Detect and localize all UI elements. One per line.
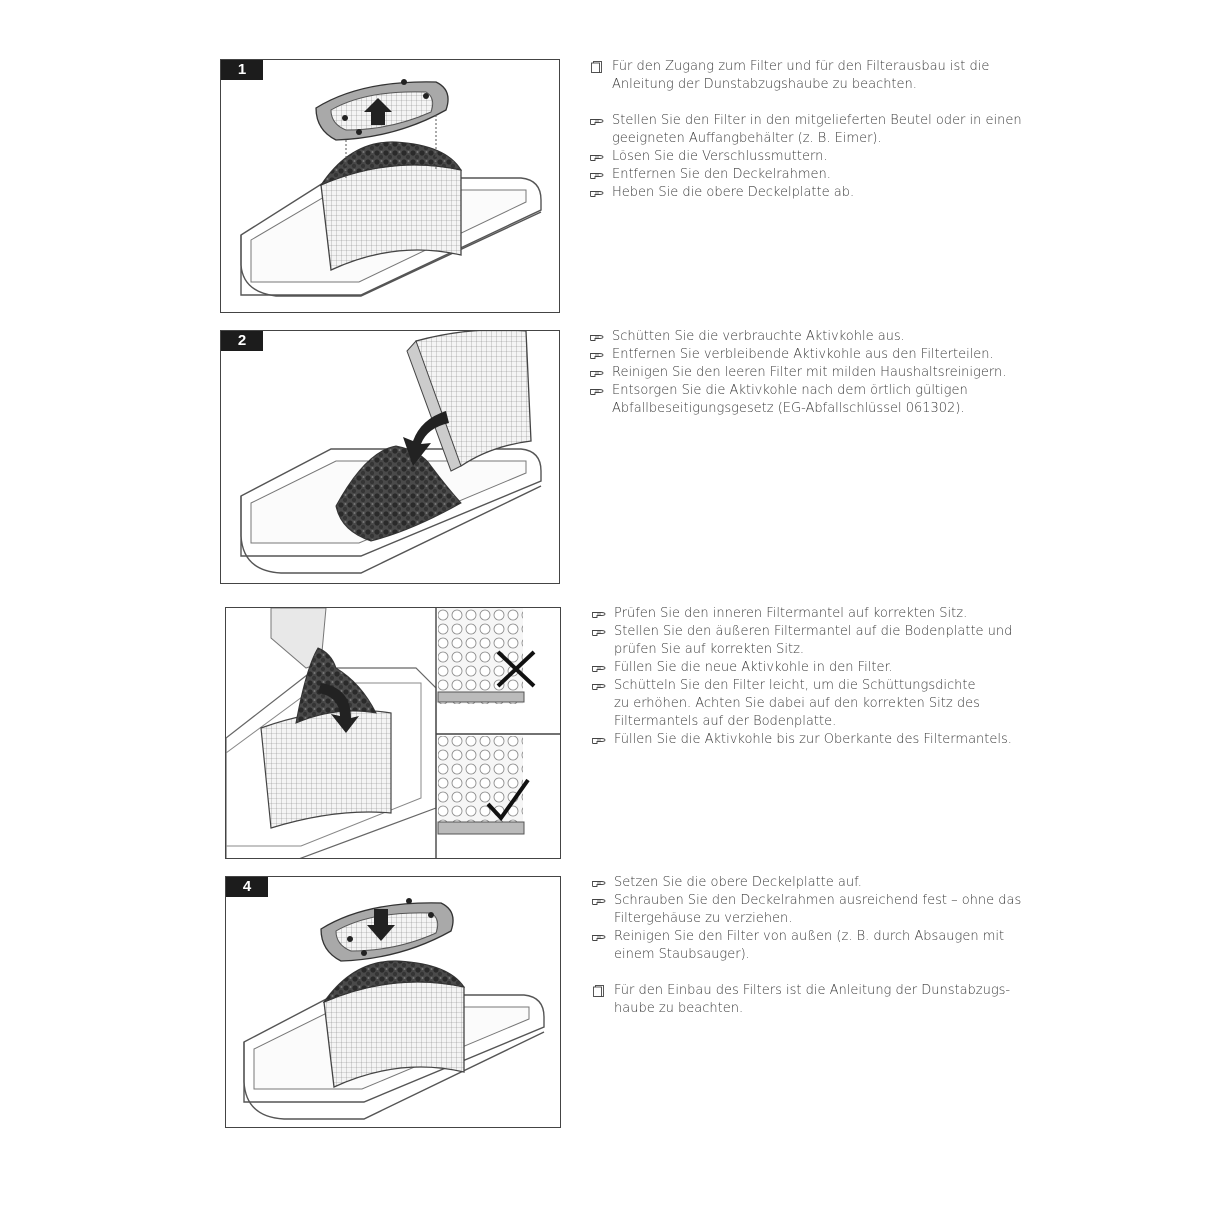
- instruction-text: Abfallbeseitigungsgesetz (EG-Abfallschlü…: [612, 401, 965, 416]
- pointing-hand-icon: [592, 881, 606, 887]
- note-book-icon: [593, 985, 604, 997]
- step-number-badge: 1: [221, 60, 263, 80]
- pointing-hand-icon: [592, 738, 606, 744]
- instruction-text-line: Reinigen Sie den Filter von außen (z. B.…: [592, 928, 1021, 946]
- instruction-text-line: geeigneten Auffangbehälter (z. B. Eimer)…: [590, 130, 1022, 148]
- instruction-text-line: Stellen Sie den Filter in den mitgeliefe…: [590, 112, 1022, 130]
- pointing-hand-icon: [590, 191, 604, 197]
- instruction-text-line: Füllen Sie die neue Aktivkohle in den Fi…: [592, 659, 1012, 677]
- step-3-illustration: 3: [225, 607, 561, 859]
- instruction-text-line: Entfernen Sie den Deckelrahmen.: [590, 166, 1022, 184]
- pointing-hand-icon: [592, 899, 606, 905]
- step-4-illustration: 4: [225, 876, 561, 1128]
- instruction-text-line: Setzen Sie die obere Deckelplatte auf.: [592, 874, 1021, 892]
- paragraph-gap: [592, 964, 1021, 982]
- instruction-text-line: Prüfen Sie den inneren Filtermantel auf …: [592, 605, 1012, 623]
- instruction-text: Schrauben Sie den Deckelrahmen ausreiche…: [614, 893, 1022, 908]
- instruction-text: Für den Einbau des Filters ist die Anlei…: [614, 983, 1011, 998]
- pointing-hand-icon: [590, 389, 604, 395]
- filter-removal-drawing: [240, 79, 542, 297]
- pointing-hand-icon: [590, 173, 604, 179]
- instruction-text: Stellen Sie den Filter in den mitgeliefe…: [612, 113, 1022, 128]
- instruction-text: Filtermantels auf der Bodenplatte.: [614, 714, 837, 729]
- instruction-text: Für den Zugang zum Filter und für den Fi…: [612, 59, 990, 74]
- instruction-text-line: Stellen Sie den äußeren Filtermantel auf…: [592, 623, 1012, 641]
- instruction-text-line: einem Staubsauger).: [592, 946, 1021, 964]
- instruction-text: geeigneten Auffangbehälter (z. B. Eimer)…: [612, 131, 882, 146]
- pointing-hand-icon: [590, 119, 604, 125]
- instruction-text: Stellen Sie den äußeren Filtermantel auf…: [614, 624, 1013, 639]
- pointing-hand-icon: [590, 335, 604, 341]
- step-1-illustration: 1: [220, 59, 560, 313]
- step-4-instructions: Setzen Sie die obere Deckelplatte auf. Sc…: [592, 874, 1021, 1018]
- instruction-text: einem Staubsauger).: [614, 947, 750, 962]
- instruction-text: Setzen Sie die obere Deckelplatte auf.: [614, 875, 862, 890]
- instruction-text: Schütteln Sie den Filter leicht, um die …: [614, 678, 976, 693]
- instruction-text: Heben Sie die obere Deckelplatte ab.: [612, 185, 855, 200]
- instruction-text: Filtergehäuse zu verziehen.: [614, 911, 793, 926]
- step-2-instructions: Schütten Sie die verbrauchte Aktivkohle …: [590, 328, 1006, 418]
- pointing-hand-icon: [592, 666, 606, 672]
- instruction-text: Reinigen Sie den Filter von außen (z. B.…: [614, 929, 1005, 944]
- instruction-text: Füllen Sie die Aktivkohle bis zur Oberka…: [614, 732, 1012, 747]
- instruction-text-line: Entfernen Sie verbleibende Aktivkohle au…: [590, 346, 1006, 364]
- emptying-coal-drawing: [240, 331, 542, 574]
- pointing-hand-icon: [590, 371, 604, 377]
- instruction-text-line: Reinigen Sie den leeren Filter mit milde…: [590, 364, 1006, 382]
- pointing-hand-icon: [592, 935, 606, 941]
- refilling-coal-drawing: [226, 608, 560, 858]
- instruction-text-line: Füllen Sie die Aktivkohle bis zur Oberka…: [592, 731, 1012, 749]
- instruction-text: Entsorgen Sie die Aktivkohle nach dem ör…: [612, 383, 968, 398]
- step-2-illustration: 2: [220, 330, 560, 584]
- instruction-text-line: prüfen Sie auf korrekten Sitz.: [592, 641, 1012, 659]
- instruction-text-line: Schrauben Sie den Deckelrahmen ausreiche…: [592, 892, 1021, 910]
- pointing-hand-icon: [590, 155, 604, 161]
- instruction-text: Schütten Sie die verbrauchte Aktivkohle …: [612, 329, 905, 344]
- pointing-hand-icon: [592, 630, 606, 636]
- step-3-instructions: Prüfen Sie den inneren Filtermantel auf …: [592, 605, 1012, 749]
- instruction-text: Prüfen Sie den inneren Filtermantel auf …: [614, 606, 968, 621]
- instruction-text-line: Lösen Sie die Verschlussmuttern.: [590, 148, 1022, 166]
- instruction-text: Füllen Sie die neue Aktivkohle in den Fi…: [614, 660, 893, 675]
- instruction-text-line: Filtermantels auf der Bodenplatte.: [592, 713, 1012, 731]
- note-text-line: haube zu beachten.: [592, 1000, 1021, 1018]
- instruction-text: Entfernen Sie verbleibende Aktivkohle au…: [612, 347, 994, 362]
- instruction-text: zu erhöhen. Achten Sie dabei auf den kor…: [614, 696, 980, 711]
- instruction-text-line: Schütteln Sie den Filter leicht, um die …: [592, 677, 1012, 695]
- instruction-text: Entfernen Sie den Deckelrahmen.: [612, 167, 831, 182]
- note-text-line: Für den Einbau des Filters ist die Anlei…: [592, 982, 1021, 1000]
- step-1-instructions: Für den Zugang zum Filter und für den Fi…: [590, 58, 1022, 202]
- instruction-text-line: Heben Sie die obere Deckelplatte ab.: [590, 184, 1022, 202]
- instruction-text-line: zu erhöhen. Achten Sie dabei auf den kor…: [592, 695, 1012, 713]
- pointing-hand-icon: [590, 353, 604, 359]
- instruction-text-line: Schütten Sie die verbrauchte Aktivkohle …: [590, 328, 1006, 346]
- step-number-badge: 2: [221, 331, 263, 351]
- instruction-text: Lösen Sie die Verschlussmuttern.: [612, 149, 828, 164]
- step-number-badge: 4: [226, 877, 268, 897]
- note-text-line: Anleitung der Dunstabzugshaube zu beacht…: [590, 76, 1022, 94]
- instruction-text: Anleitung der Dunstabzugshaube zu beacht…: [612, 77, 917, 92]
- paragraph-gap: [590, 94, 1022, 112]
- pointing-hand-icon: [592, 684, 606, 690]
- instruction-text-line: Entsorgen Sie die Aktivkohle nach dem ör…: [590, 382, 1006, 400]
- note-book-icon: [591, 61, 602, 73]
- note-text-line: Für den Zugang zum Filter und für den Fi…: [590, 58, 1022, 76]
- instruction-text: prüfen Sie auf korrekten Sitz.: [614, 642, 805, 657]
- instruction-text: Reinigen Sie den leeren Filter mit milde…: [612, 365, 1007, 380]
- instruction-text: haube zu beachten.: [614, 1001, 744, 1016]
- refit-lid-drawing: [243, 898, 545, 1120]
- instruction-text-line: Filtergehäuse zu verziehen.: [592, 910, 1021, 928]
- pointing-hand-icon: [592, 612, 606, 618]
- instruction-text-line: Abfallbeseitigungsgesetz (EG-Abfallschlü…: [590, 400, 1006, 418]
